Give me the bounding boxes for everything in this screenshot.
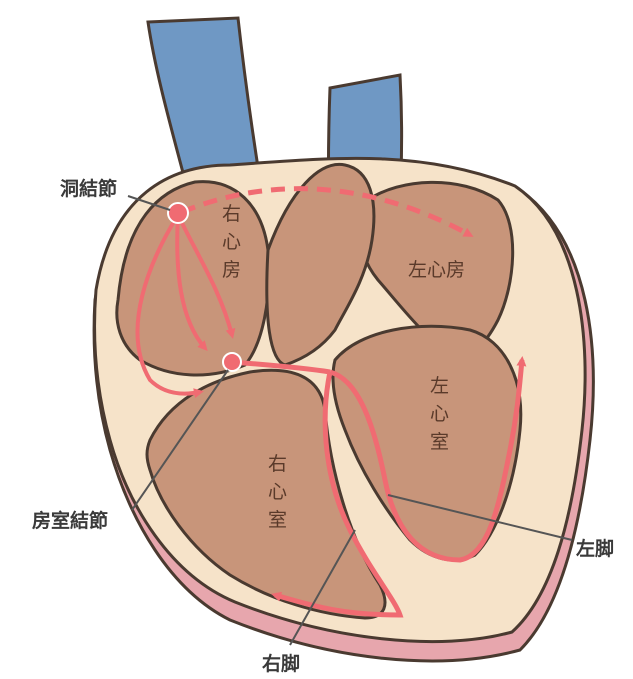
right-atrium-label-3: 房 (222, 259, 241, 281)
left-bundle-label: 左脚 (576, 537, 614, 560)
av-node-label: 房室結節 (32, 509, 108, 532)
right-ventricle-label-3: 室 (268, 509, 287, 531)
left-atrium-label: 左心房 (408, 259, 465, 281)
left-ventricle-label-2: 心 (430, 403, 449, 425)
right-ventricle-label-1: 右 (268, 453, 287, 475)
left-ventricle-label-3: 室 (430, 431, 449, 453)
right-atrium-label-1: 右 (222, 203, 241, 225)
right-ventricle-label-2: 心 (268, 481, 287, 503)
right-bundle-label: 右脚 (261, 652, 300, 675)
sa-node (168, 203, 188, 223)
sa-node-label: 洞結節 (60, 177, 117, 200)
av-node (223, 353, 241, 371)
left-ventricle-label-1: 左 (430, 375, 449, 397)
right-atrium-label-2: 心 (222, 231, 241, 253)
